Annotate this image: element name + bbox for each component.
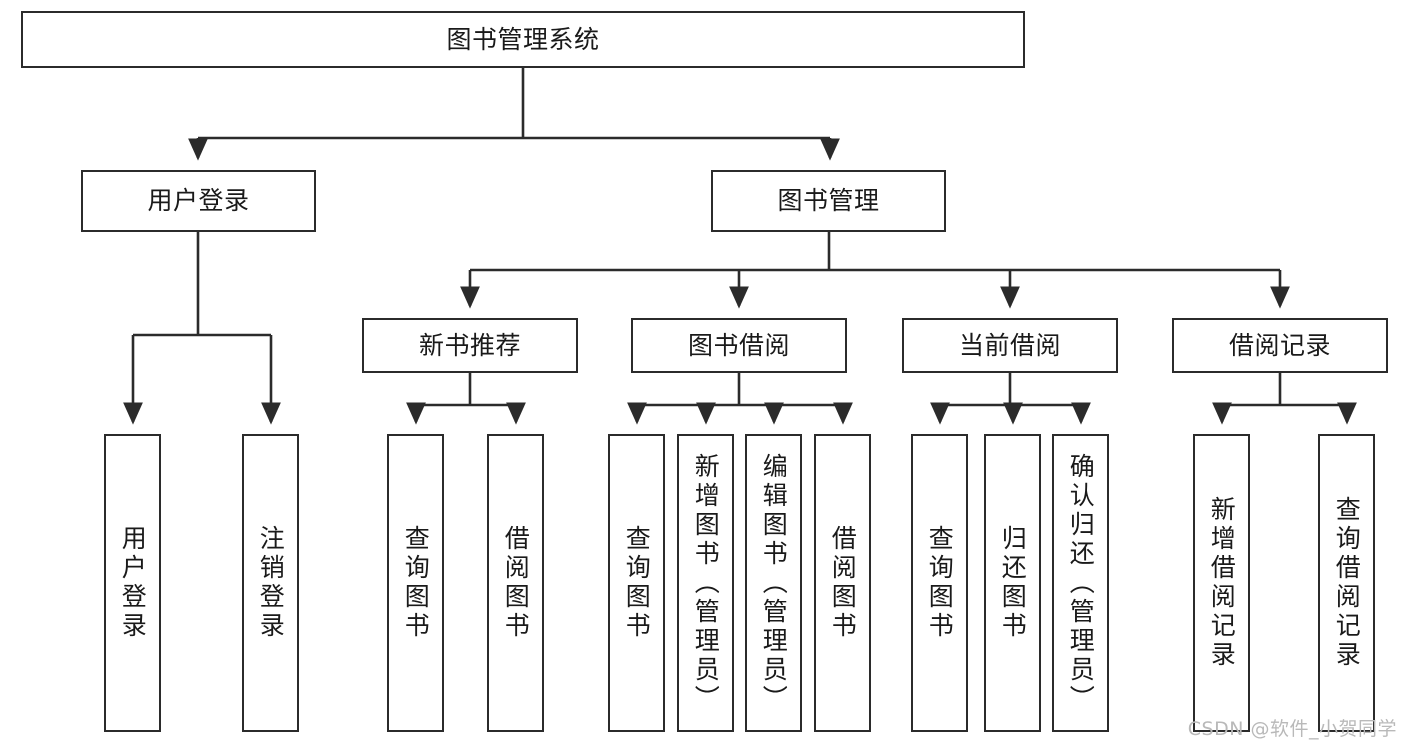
- node-label: 查询借阅记录: [1332, 496, 1362, 670]
- leaf-confirm-return-admin[interactable]: 确认归还（管理员）: [1052, 434, 1109, 732]
- node-label: 借阅图书: [828, 525, 858, 641]
- node-label: 借阅图书: [501, 525, 531, 641]
- leaf-return-book[interactable]: 归还图书: [984, 434, 1041, 732]
- node-label: 图书管理: [777, 186, 880, 215]
- leaf-query-book-cur[interactable]: 查询图书: [911, 434, 968, 732]
- leaf-user-login[interactable]: 用户登录: [104, 434, 161, 732]
- node-label: 新书推荐: [418, 330, 521, 360]
- node-label: 借阅记录: [1228, 330, 1331, 360]
- node-label: 图书借阅: [687, 330, 790, 360]
- node-label: 注销登录: [256, 525, 286, 641]
- leaf-query-borrow-record[interactable]: 查询借阅记录: [1318, 434, 1375, 732]
- leaf-add-borrow-record[interactable]: 新增借阅记录: [1193, 434, 1250, 732]
- node-root[interactable]: 图书管理系统: [21, 11, 1025, 68]
- node-label: 查询图书: [401, 525, 431, 641]
- node-label: 图书管理系统: [446, 24, 600, 54]
- node-user-login[interactable]: 用户登录: [81, 170, 316, 232]
- leaf-borrow-book-rec[interactable]: 借阅图书: [487, 434, 544, 732]
- node-label: 当前借阅: [958, 330, 1061, 360]
- node-label: 用户登录: [147, 186, 250, 215]
- node-label: 新增图书（管理员）: [691, 452, 721, 714]
- leaf-query-book-rec[interactable]: 查询图书: [387, 434, 444, 732]
- leaf-query-book[interactable]: 查询图书: [608, 434, 665, 732]
- node-book-borrow[interactable]: 图书借阅: [631, 318, 847, 373]
- node-label: 新增借阅记录: [1207, 496, 1237, 670]
- leaf-logout[interactable]: 注销登录: [242, 434, 299, 732]
- leaf-edit-book-admin[interactable]: 编辑图书（管理员）: [745, 434, 802, 732]
- node-label: 查询图书: [622, 525, 652, 641]
- node-label: 用户登录: [118, 525, 148, 641]
- node-label: 查询图书: [925, 525, 955, 641]
- node-borrow-record[interactable]: 借阅记录: [1172, 318, 1388, 373]
- node-label: 编辑图书（管理员）: [759, 452, 789, 714]
- node-label: 确认归还（管理员）: [1066, 452, 1096, 714]
- node-new-book-recommend[interactable]: 新书推荐: [362, 318, 578, 373]
- node-label: 归还图书: [998, 525, 1028, 641]
- watermark-text: CSDN @软件_小贺同学: [1187, 718, 1397, 740]
- leaf-add-book-admin[interactable]: 新增图书（管理员）: [677, 434, 734, 732]
- leaf-borrow-book[interactable]: 借阅图书: [814, 434, 871, 732]
- node-current-borrow[interactable]: 当前借阅: [902, 318, 1118, 373]
- node-book-management[interactable]: 图书管理: [711, 170, 946, 232]
